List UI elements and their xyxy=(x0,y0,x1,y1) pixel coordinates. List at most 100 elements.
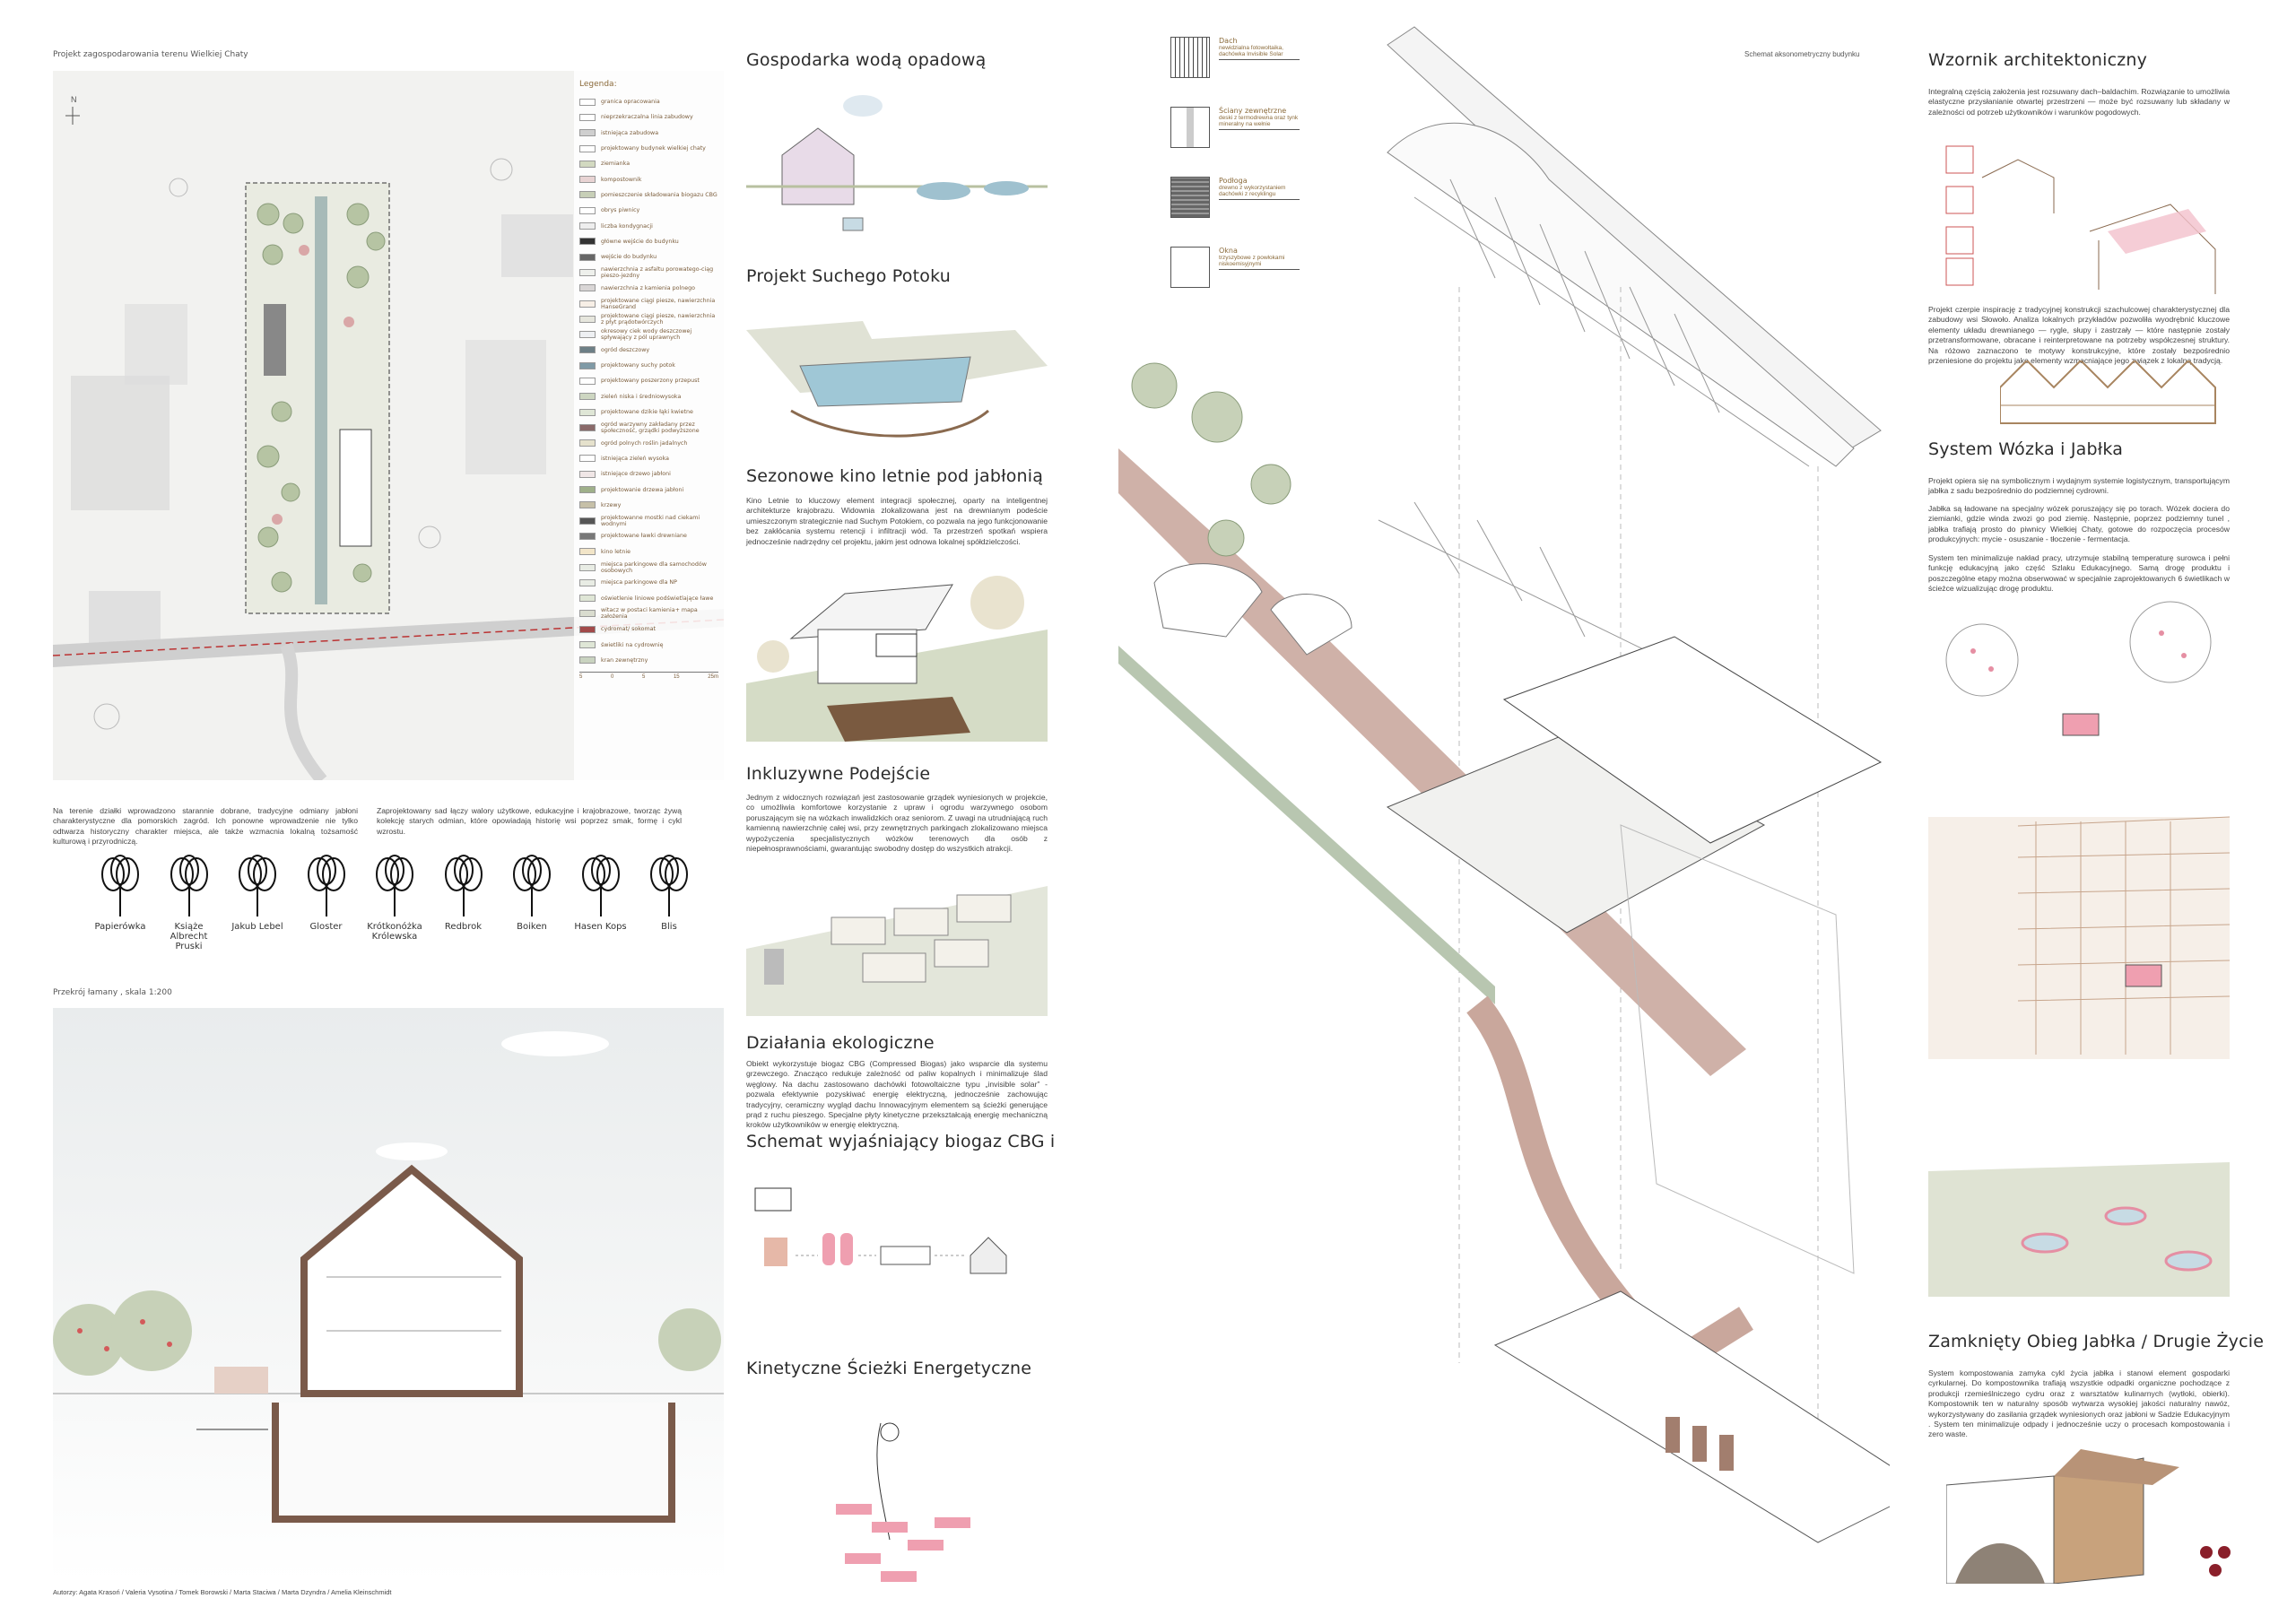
apple-tree-icon xyxy=(376,855,413,916)
cart-text-2: Jabłka są ładowane na specjalny wózek po… xyxy=(1928,504,2230,544)
legend-label: nawierzchnia z asfaltu porowatego-ciąg p… xyxy=(601,265,714,279)
rainwater-diagram xyxy=(746,95,1048,231)
legend-item: projektowany suchy potok xyxy=(579,358,718,373)
legend-swatch-icon xyxy=(579,563,596,571)
legend-label: zieleń niska i średniowysoka xyxy=(601,393,682,400)
site-plan-title: Projekt zagospodarowania terenu Wielkiej… xyxy=(53,50,248,59)
legend-label: projektowanie drzewa jabłoni xyxy=(601,486,684,493)
legend-title: Legenda: xyxy=(579,80,617,89)
apple-tree-icon xyxy=(170,855,208,916)
apple-variety-name: Blis xyxy=(661,922,677,932)
legend-swatch-icon xyxy=(579,176,596,184)
svg-text:N: N xyxy=(71,95,77,104)
legend-item: krzewy xyxy=(579,498,718,513)
apple-variety: Papierówka xyxy=(90,852,151,969)
legend-swatch-icon xyxy=(579,610,596,618)
legend-item: kino letnie xyxy=(579,544,718,560)
apple-variety-name: Jakub Lebel xyxy=(231,922,283,932)
cinema-title: Sezonowe kino letnie pod jabłonią xyxy=(746,466,1044,486)
legend-item: projektowane ciągi piesze, nawierzchnia … xyxy=(579,311,718,326)
pattern-diagram xyxy=(1945,145,2216,294)
legend-item: projektowane dzikie łąki kwietne xyxy=(579,404,718,420)
legend-swatch-icon xyxy=(579,625,596,633)
material-name: Okna xyxy=(1219,247,1238,255)
legend-swatch-icon xyxy=(579,98,596,106)
apple-tree-icon xyxy=(650,855,688,916)
legend-item: projektowanne mostki nad ciekami wodnymi xyxy=(579,513,718,528)
legend-label: cydromat/ sokomat xyxy=(601,626,656,633)
legend-item: obrys piwnicy xyxy=(579,203,718,218)
kinetic-paths-diagram xyxy=(836,1422,970,1582)
apple-variety: Boiken xyxy=(501,852,562,969)
apple-variety-name: Hasen Kops xyxy=(574,922,627,932)
legend-swatch-icon xyxy=(579,470,596,478)
legend-item: wejście do budynku xyxy=(579,249,718,265)
legend-swatch-icon xyxy=(579,393,596,401)
legend-item: istniejąca zieleń wysoka xyxy=(579,451,718,466)
axonometry-title: Schemat aksonometryczny budynku xyxy=(1744,50,1860,58)
legend-swatch-icon xyxy=(579,238,596,246)
apple-variety: Gloster xyxy=(296,852,357,969)
material-swatch-icon xyxy=(1170,247,1210,288)
material-desc: deski z termodrewna oraz tynk mineralny … xyxy=(1219,115,1300,130)
cinema-text: Kino Letnie to kluczowy element integrac… xyxy=(746,496,1048,546)
legend-swatch-icon xyxy=(579,331,596,339)
legend-swatch-icon xyxy=(579,532,596,540)
closed-loop-title: Zamknięty Obieg Jabłka / Drugie Życie xyxy=(1928,1332,2265,1351)
legend-swatch-icon xyxy=(579,548,596,556)
legend-item: ogród polnych roślin jadalnych xyxy=(579,436,718,451)
pattern-text-2: Projekt czerpie inspirację z tradycyjnej… xyxy=(1928,305,2230,366)
legend-label: istniejąca zabudowa xyxy=(601,129,659,136)
apple-tree-icon xyxy=(581,855,620,916)
legend-label: istniejące drzewo jabłoni xyxy=(601,471,671,478)
legend-item: ogród deszczowy xyxy=(579,343,718,358)
legend-swatch-icon xyxy=(579,656,596,665)
legend-swatch-icon xyxy=(579,268,596,276)
apple-variety: Krótkonóżka Królewska xyxy=(364,852,425,969)
legend-item: kran zewnętrzny xyxy=(579,653,718,668)
legend-item: projektowany poszerzony przepust xyxy=(579,373,718,388)
scale-tick-label: 25m xyxy=(708,673,718,680)
legend-swatch-icon xyxy=(579,222,596,230)
legend-label: istniejąca zieleń wysoka xyxy=(601,455,669,462)
cart-system-diagram xyxy=(1928,601,2230,1297)
biogas-title: Schemat wyjaśniający biogaz CBG i xyxy=(746,1132,1056,1151)
legend-swatch-icon xyxy=(579,578,596,586)
legend-swatch-icon xyxy=(579,455,596,463)
material-desc: drewno z wykorzystaniem dachówki z recyk… xyxy=(1219,185,1300,200)
inclusive-title: Inkluzywne Podejście xyxy=(746,764,931,784)
legend-label: wejście do budynku xyxy=(601,254,657,261)
legend-label: liczba kondygnacji xyxy=(601,222,653,230)
legend-label: krzewy xyxy=(601,501,622,508)
legend-item: cydromat/ sokomat xyxy=(579,621,718,637)
legend-swatch-icon xyxy=(579,501,596,509)
legend-swatch-icon xyxy=(579,160,596,168)
apple-tree-icon xyxy=(513,855,551,916)
closed-loop-text: System kompostowania zamyka cykl życia j… xyxy=(1928,1368,2230,1439)
cart-text-3: System ten minimalizuje nakład pracy, ut… xyxy=(1928,553,2230,594)
legend-swatch-icon xyxy=(579,439,596,447)
legend-item: główne wejście do budynku xyxy=(579,234,718,249)
legend-swatch-icon xyxy=(579,144,596,152)
apple-tree-icon xyxy=(239,855,276,916)
legend-item: nieprzekraczalna linia zabudowy xyxy=(579,109,718,125)
compost-diagram xyxy=(1946,1449,2231,1584)
legend-label: obrys piwnicy xyxy=(601,207,640,214)
legend-swatch-icon xyxy=(579,641,596,649)
legend-label: kino letnie xyxy=(601,548,631,555)
legend-item: ogród warzywny zakładany przez społeczno… xyxy=(579,420,718,435)
legend-item: granica opracowania xyxy=(579,94,718,109)
legend-label: kran zewnętrzny xyxy=(601,656,648,664)
legend-swatch-icon xyxy=(579,300,596,308)
legend-swatch-icon xyxy=(579,129,596,137)
legend-swatch-icon xyxy=(579,191,596,199)
legend-item: ziemianka xyxy=(579,156,718,171)
legend-swatch-icon xyxy=(579,595,596,603)
section-drawing xyxy=(53,1008,724,1582)
legend-swatch-icon xyxy=(579,423,596,431)
apple-tree-icon xyxy=(444,855,483,916)
legend-label: ogród warzywny zakładany przez społeczno… xyxy=(601,421,700,434)
